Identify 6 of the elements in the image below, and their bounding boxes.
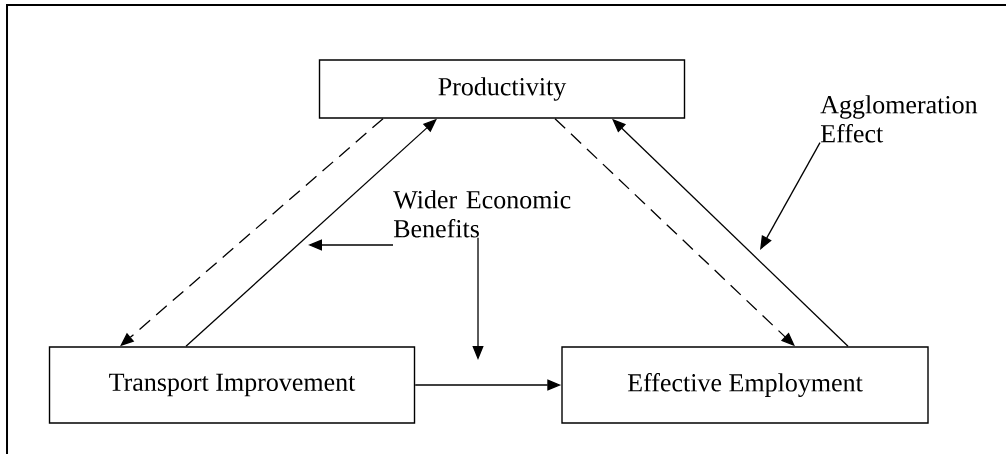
process-box: Productivity	[318, 59, 686, 119]
process-box: Transport Improvement	[48, 346, 416, 424]
leader-arrow	[760, 142, 821, 250]
annotation-text: Wider Economic Benefits	[393, 190, 571, 238]
annotation-text: Agglomeration Effect	[820, 95, 978, 143]
process-box: Effective Employment	[561, 346, 929, 424]
